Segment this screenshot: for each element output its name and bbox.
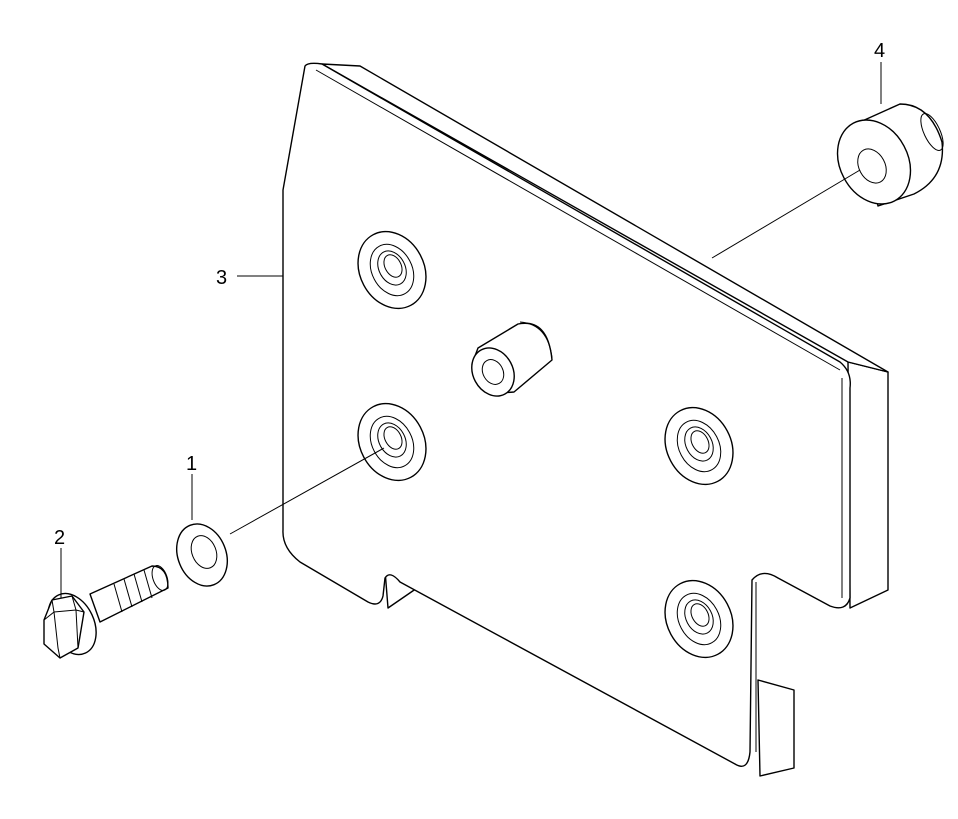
plate-hole-lower-right	[664, 579, 734, 659]
plate-right-edge-face	[847, 361, 889, 609]
callout-1: 1	[186, 453, 197, 475]
plate-hole-middle-right	[664, 406, 734, 486]
assembly-line-spacer	[711, 169, 861, 259]
plate-center-standoff	[471, 321, 553, 397]
assembly-line-washer	[229, 447, 385, 535]
leader-lines	[60, 62, 882, 598]
flange-bolt	[43, 565, 169, 659]
callout-4: 4	[874, 40, 885, 62]
plate-hole-upper-left	[357, 230, 427, 310]
mounting-plate	[282, 62, 889, 777]
plate-top-edge-face	[321, 63, 889, 373]
plate-right-foot-face	[757, 679, 795, 777]
washer	[176, 523, 228, 587]
plate-hole-middle-left	[357, 402, 427, 482]
callout-2: 2	[54, 527, 65, 549]
spacer-bushing	[836, 103, 944, 207]
callout-3: 3	[216, 267, 227, 289]
